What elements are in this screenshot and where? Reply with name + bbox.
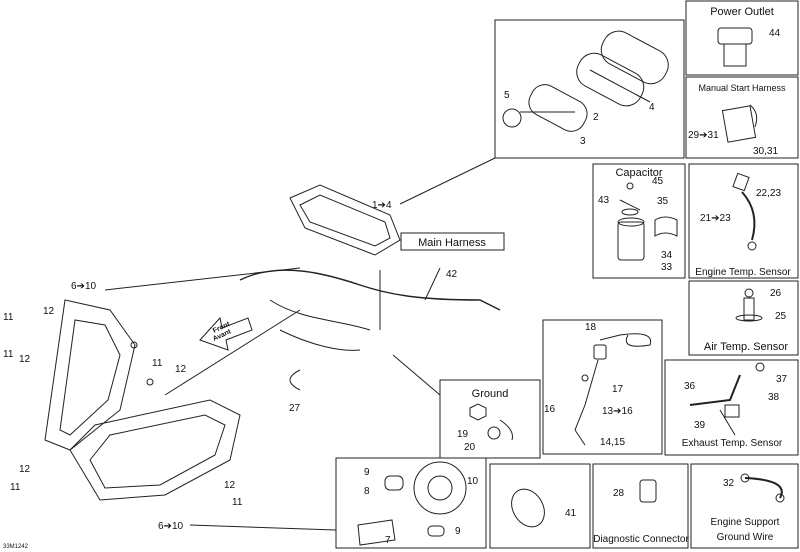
callout-3: 3	[580, 136, 586, 147]
manual-start-box	[685, 76, 799, 159]
ground-title: Ground	[472, 388, 509, 400]
engine-temp-box	[688, 163, 799, 279]
callout-11-a: 11	[3, 312, 14, 323]
callout-14-15: 14,15	[600, 437, 625, 448]
callout-7: 7	[385, 535, 391, 546]
callout-26: 26	[770, 288, 782, 299]
main-harness-title: Main Harness	[418, 237, 486, 249]
callout-8: 8	[364, 486, 370, 497]
ground-wire-box	[690, 463, 799, 549]
callout-5: 5	[504, 90, 510, 101]
callout-12-b: 12	[19, 354, 31, 365]
callout-6-10-top: 6➔10	[71, 281, 97, 292]
callout-36: 36	[684, 381, 696, 392]
callout-28: 28	[613, 488, 625, 499]
callout-18: 18	[585, 322, 597, 333]
callout-11-e: 11	[232, 497, 243, 508]
power-outlet-title: Power Outlet	[710, 6, 774, 18]
front-arrow-icon	[199, 316, 253, 351]
engine-temp-title: Engine Temp. Sensor	[695, 267, 791, 278]
power-outlet-box	[685, 0, 799, 76]
callout-1-4: 1➔4	[372, 200, 392, 211]
gauge-panel-box	[494, 19, 685, 159]
callout-38: 38	[768, 392, 780, 403]
callout-33: 33	[661, 262, 673, 273]
callout-13-16: 13➔16	[602, 406, 633, 417]
callout-27: 27	[289, 403, 301, 414]
callout-44: 44	[769, 28, 781, 39]
callout-43: 43	[598, 195, 610, 206]
ground-wire-title-line2: Ground Wire	[717, 532, 774, 543]
air-temp-box	[688, 280, 799, 356]
callout-19: 19	[457, 429, 469, 440]
callout-11-b: 11	[3, 349, 14, 360]
callout-10: 10	[467, 476, 479, 487]
capacitor-title: Capacitor	[615, 167, 662, 179]
callout-12-c: 12	[175, 364, 187, 375]
callout-21-23: 21➔23	[700, 213, 731, 224]
bulb-housing-box	[335, 457, 487, 549]
callout-30-31: 30,31	[753, 146, 778, 157]
main-harness-box	[400, 232, 505, 251]
callout-39: 39	[694, 420, 706, 431]
clamp-box	[489, 463, 591, 549]
ground-wire-title-line1: Engine Support	[711, 517, 780, 528]
callout-42: 42	[446, 269, 458, 280]
diagnostic-box	[592, 463, 689, 549]
ignition-coil-box	[542, 319, 663, 455]
diagnostic-title: Diagnostic Connector	[593, 534, 689, 545]
air-temp-title: Air Temp. Sensor	[704, 341, 789, 353]
callout-32: 32	[723, 478, 735, 489]
callout-29-31: 29➔31	[688, 130, 719, 141]
callout-12-d: 12	[19, 464, 31, 475]
exhaust-temp-box	[664, 359, 799, 456]
callout-34: 34	[661, 250, 673, 261]
callout-12-e: 12	[224, 480, 236, 491]
callout-16: 16	[544, 404, 556, 415]
callout-41: 41	[565, 508, 577, 519]
callout-6-10-bottom: 6➔10	[158, 521, 184, 532]
callout-9-bottom: 9	[455, 526, 461, 537]
callout-37: 37	[776, 374, 788, 385]
callout-35: 35	[657, 196, 669, 207]
callout-11-c: 11	[152, 358, 163, 369]
callout-25: 25	[775, 311, 787, 322]
callout-45: 45	[652, 176, 664, 187]
callout-17: 17	[612, 384, 624, 395]
callout-4: 4	[649, 102, 655, 113]
callout-11-d: 11	[10, 482, 21, 493]
document-code: 33M1242	[3, 544, 29, 550]
callout-22-23: 22,23	[756, 188, 781, 199]
callout-20: 20	[464, 442, 476, 453]
capacitor-box	[592, 163, 686, 279]
callout-9-top: 9	[364, 467, 370, 478]
callout-12-a: 12	[43, 306, 55, 317]
ground-box	[439, 379, 541, 459]
callout-2: 2	[593, 112, 599, 123]
exhaust-temp-title: Exhaust Temp. Sensor	[682, 438, 783, 449]
manual-start-title: Manual Start Harness	[698, 83, 786, 93]
